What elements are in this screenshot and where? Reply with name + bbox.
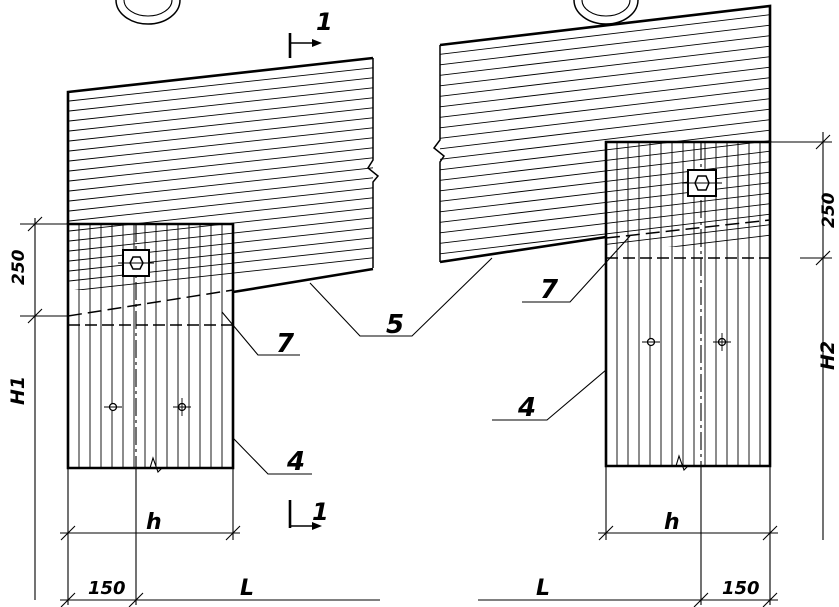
dim-left-horizontal: h 150 L bbox=[60, 468, 380, 607]
svg-text:4: 4 bbox=[286, 447, 305, 477]
section-label-top: 1 bbox=[316, 8, 333, 36]
svg-text:7: 7 bbox=[276, 329, 295, 359]
dim-left-L: L bbox=[240, 576, 254, 601]
dim-right-h: h bbox=[664, 510, 680, 535]
detail-circle-right bbox=[573, 0, 639, 25]
section-mark-top: 1 bbox=[288, 8, 333, 58]
callout-4-right: 4 bbox=[492, 369, 607, 423]
section-label-bottom: 1 bbox=[312, 498, 329, 526]
svg-text:4: 4 bbox=[517, 393, 536, 423]
slope-line-left bbox=[67, 289, 234, 317]
dim-left-150: 150 bbox=[88, 578, 126, 599]
dim-right-H2: H2 bbox=[817, 341, 839, 370]
left-post bbox=[66, 222, 235, 474]
right-post bbox=[604, 140, 772, 472]
callout-5: 5 bbox=[309, 257, 493, 340]
left-beam bbox=[66, 56, 380, 294]
detail-circle-left bbox=[115, 0, 181, 25]
callout-7-left: 7 bbox=[221, 311, 300, 359]
dim-right-vertical: 250 H2 bbox=[770, 132, 839, 540]
dim-left-vertical: 250 H1 bbox=[7, 216, 68, 600]
dim-right-150: 150 bbox=[722, 578, 760, 599]
slope-line-right bbox=[605, 219, 771, 239]
callout-4-left: 4 bbox=[232, 437, 312, 477]
dim-right-L: L bbox=[536, 576, 550, 601]
dim-left-h: h bbox=[146, 510, 162, 535]
dim-left-250: 250 bbox=[9, 249, 29, 285]
svg-text:5: 5 bbox=[386, 310, 404, 340]
section-mark-bottom: 1 bbox=[288, 498, 329, 530]
dim-right-250: 250 bbox=[819, 192, 839, 228]
dim-right-horizontal: h 150 L bbox=[478, 466, 778, 607]
svg-text:7: 7 bbox=[540, 275, 559, 305]
dim-left-H1: H1 bbox=[7, 376, 29, 405]
callout-7-right: 7 bbox=[522, 235, 631, 305]
